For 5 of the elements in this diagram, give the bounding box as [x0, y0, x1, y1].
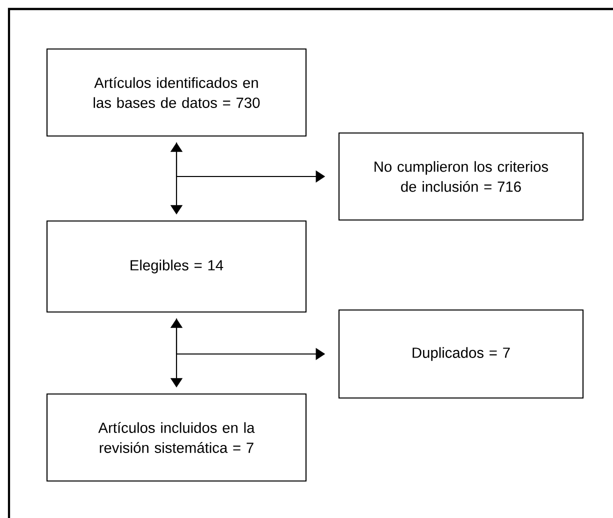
process-box: Artículos incluidos en la revisión sistemática = 7: [46, 393, 307, 482]
process-box: No cumplieron los criterios de inclusión = 716: [338, 132, 584, 221]
process-box: Duplicados = 7: [338, 309, 584, 399]
process-box: Elegibles = 14: [46, 220, 307, 313]
process-box: Artículos identificados en las bases de datos = 730: [46, 48, 307, 137]
